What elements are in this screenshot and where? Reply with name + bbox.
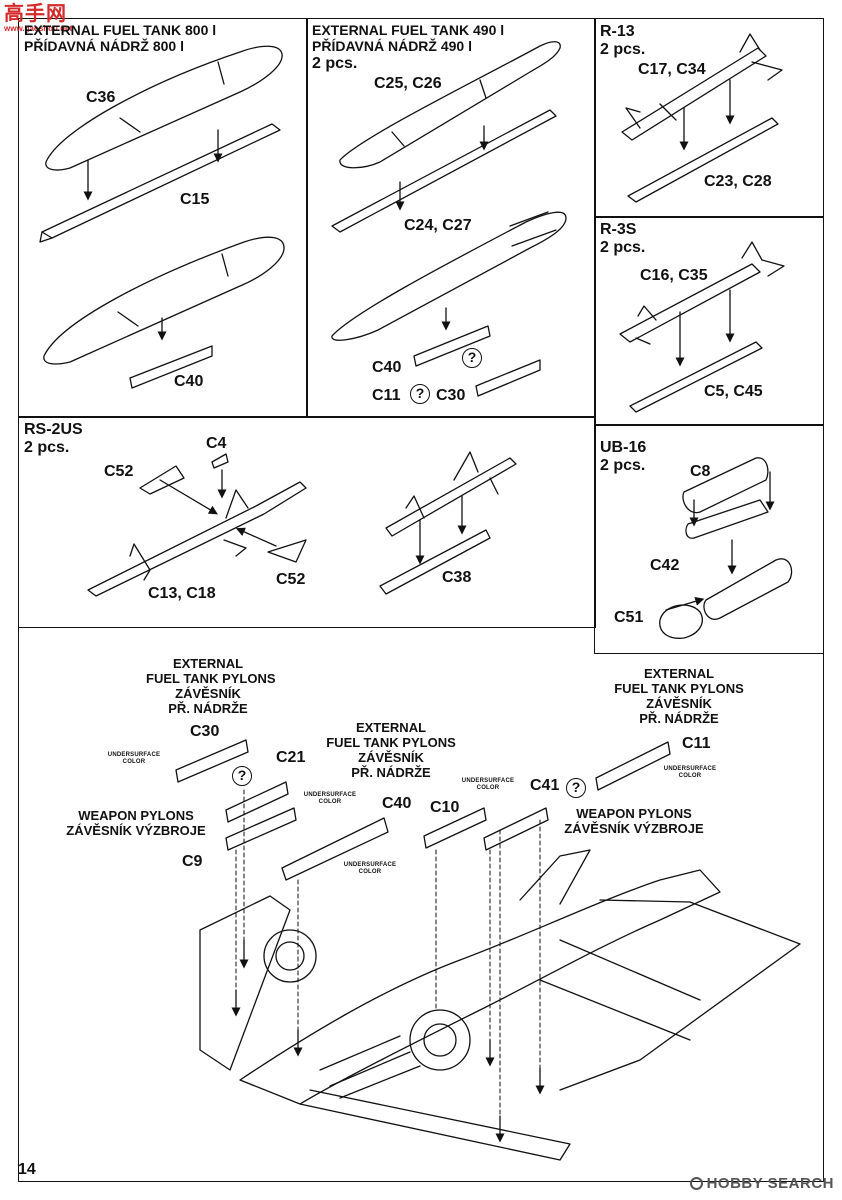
r13-qty: 2 pcs. (600, 41, 646, 58)
part-label-c11-a: C11 (372, 387, 401, 404)
r13-title: R-13 (600, 23, 635, 40)
tank800-title: EXTERNAL FUEL TANK 800 l (24, 22, 217, 38)
part-label-c8: C8 (690, 463, 711, 480)
unknown-mark-b: ? (410, 384, 430, 404)
label-weapon-pylons-right: WEAPON PYLONS ZÁVĚSNÍK VÝZBROJE (564, 806, 704, 836)
unknown-mark-a: ? (462, 348, 482, 368)
hobby-search-watermark: HOBBY SEARCH (689, 1175, 834, 1192)
rs2us-title: RS-2US (24, 421, 83, 438)
part-label-c52-b: C52 (276, 571, 306, 588)
part-label-c52-a: C52 (104, 463, 134, 480)
watermark-ring-icon (689, 1177, 703, 1190)
part-label-c24-c27: C24, C27 (404, 217, 472, 234)
assy-part-label-c40: C40 (382, 795, 412, 812)
ub16-qty: 2 pcs. (600, 457, 646, 474)
part-label-c40-a: C40 (174, 373, 204, 390)
part-label-c40-b: C40 (372, 359, 402, 376)
panel-assembly (18, 626, 824, 1182)
part-label-c5-c45: C5, C45 (704, 383, 763, 400)
assy-part-label-c11: C11 (682, 735, 711, 752)
part-label-c16-c35: C16, C35 (640, 267, 708, 284)
tank800-title-cz: PŘÍDAVNÁ NÁDRŽ 800 l (24, 38, 184, 54)
page-number: 14 (18, 1161, 36, 1178)
assy-part-label-c41: C41 (530, 777, 560, 794)
part-label-c15: C15 (180, 191, 210, 208)
part-label-c23-c28: C23, C28 (704, 173, 772, 190)
assy-part-label-c10: C10 (430, 799, 460, 816)
ub16-title: UB-16 (600, 439, 647, 456)
part-label-c17-c34: C17, C34 (638, 61, 706, 78)
label-weapon-pylons-left: WEAPON PYLONS ZÁVĚSNÍK VÝZBROJE (66, 808, 206, 838)
tank490-qty: 2 pcs. (312, 55, 358, 72)
r3s-title: R-3S (600, 221, 637, 238)
part-label-c4: C4 (206, 435, 227, 452)
panel-r13 (594, 18, 824, 218)
tank490-title: EXTERNAL FUEL TANK 490 l (312, 22, 505, 38)
r3s-qty: 2 pcs. (600, 239, 646, 256)
label-center-tank-pylons: EXTERNAL FUEL TANK PYLONS ZÁVĚSNÍK PŘ. N… (326, 720, 456, 780)
panel-fuel-tank-800 (18, 18, 308, 418)
label-right-tank-pylons: EXTERNAL FUEL TANK PYLONS ZÁVĚSNÍK PŘ. N… (614, 666, 744, 726)
assy-part-label-c9: C9 (182, 853, 203, 870)
assy-part-label-c21: C21 (276, 749, 306, 766)
panel-ub16 (594, 424, 824, 654)
site-logo: 高手网 www.gaoshou.net (4, 2, 72, 33)
part-label-c13-c18: C13, C18 (148, 585, 216, 602)
part-label-c42: C42 (650, 557, 680, 574)
site-logo-text: 高手网 (4, 1, 67, 25)
rs2us-qty: 2 pcs. (24, 439, 70, 456)
panel-fuel-tank-490 (306, 18, 596, 418)
part-label-c30-a: C30 (436, 387, 466, 404)
tank490-title-cz: PŘÍDAVNÁ NÁDRŽ 490 l (312, 38, 472, 54)
panel-rs2us (18, 416, 596, 628)
label-left-tank-pylons: EXTERNAL FUEL TANK PYLONS ZÁVĚSNÍK PŘ. N… (146, 656, 276, 716)
unknown-mark-d: ? (566, 778, 586, 798)
part-label-c25-c26: C25, C26 (374, 75, 442, 92)
unknown-mark-c: ? (232, 766, 252, 786)
part-label-c51: C51 (614, 609, 644, 626)
part-label-c36: C36 (86, 89, 116, 106)
part-label-c38: C38 (442, 569, 472, 586)
site-logo-url: www.gaoshou.net (4, 24, 73, 33)
panel-r3s (594, 216, 824, 426)
assy-part-label-c30: C30 (190, 723, 220, 740)
